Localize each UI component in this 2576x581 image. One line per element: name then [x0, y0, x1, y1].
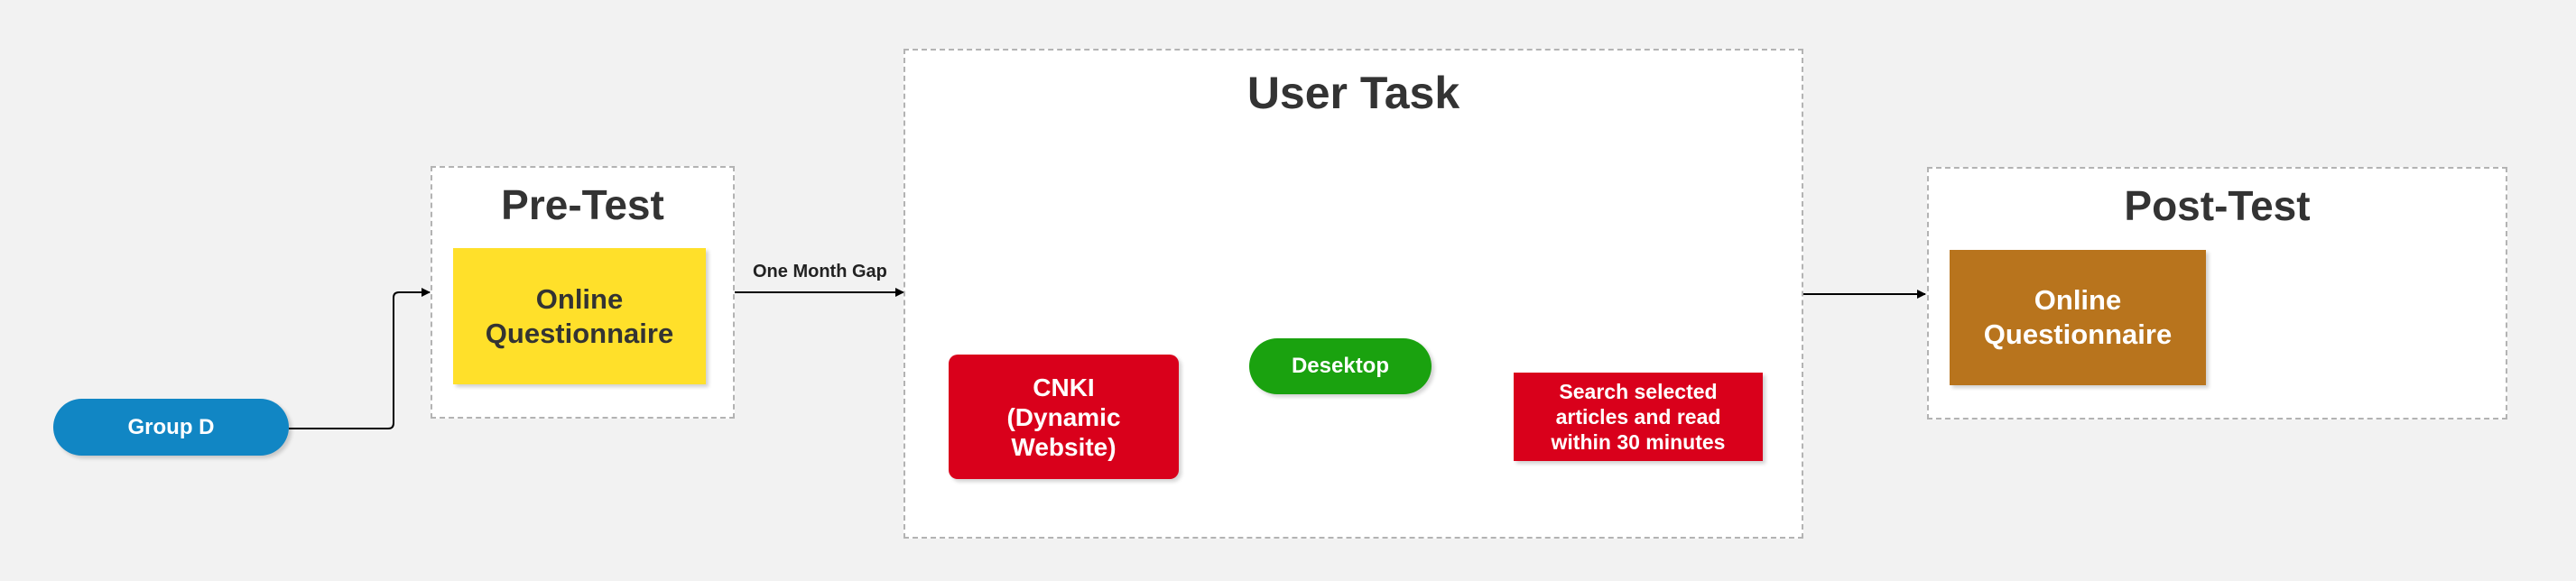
posttest-questionnaire-box[interactable]: Online Questionnaire [1950, 250, 2206, 385]
search-task-label: Search selected articles and read within… [1551, 380, 1726, 454]
posttest-title: Post-Test [2124, 182, 2311, 229]
search-task-box[interactable]: Search selected articles and read within… [1514, 373, 1763, 461]
pretest-title: Pre-Test [501, 181, 664, 228]
desktop-label: Desektop [1291, 354, 1390, 378]
desktop-pill[interactable]: Desektop [1249, 338, 1432, 394]
pretest-questionnaire-label: Online Questionnaire [485, 282, 674, 349]
posttest-questionnaire-label: Online Questionnaire [1983, 284, 2173, 350]
cnki-box[interactable]: CNKI (Dynamic Website) [949, 355, 1179, 479]
gap-label: One Month Gap [753, 262, 887, 281]
group-d-pill[interactable]: Group D [53, 399, 289, 456]
usertask-title: User Task [1246, 68, 1460, 118]
pretest-questionnaire-box[interactable]: Online Questionnaire [453, 248, 706, 384]
group-d-label: Group D [127, 414, 215, 439]
edge-group-to-pretest [289, 288, 431, 429]
cnki-label: CNKI (Dynamic Website) [1006, 373, 1121, 461]
